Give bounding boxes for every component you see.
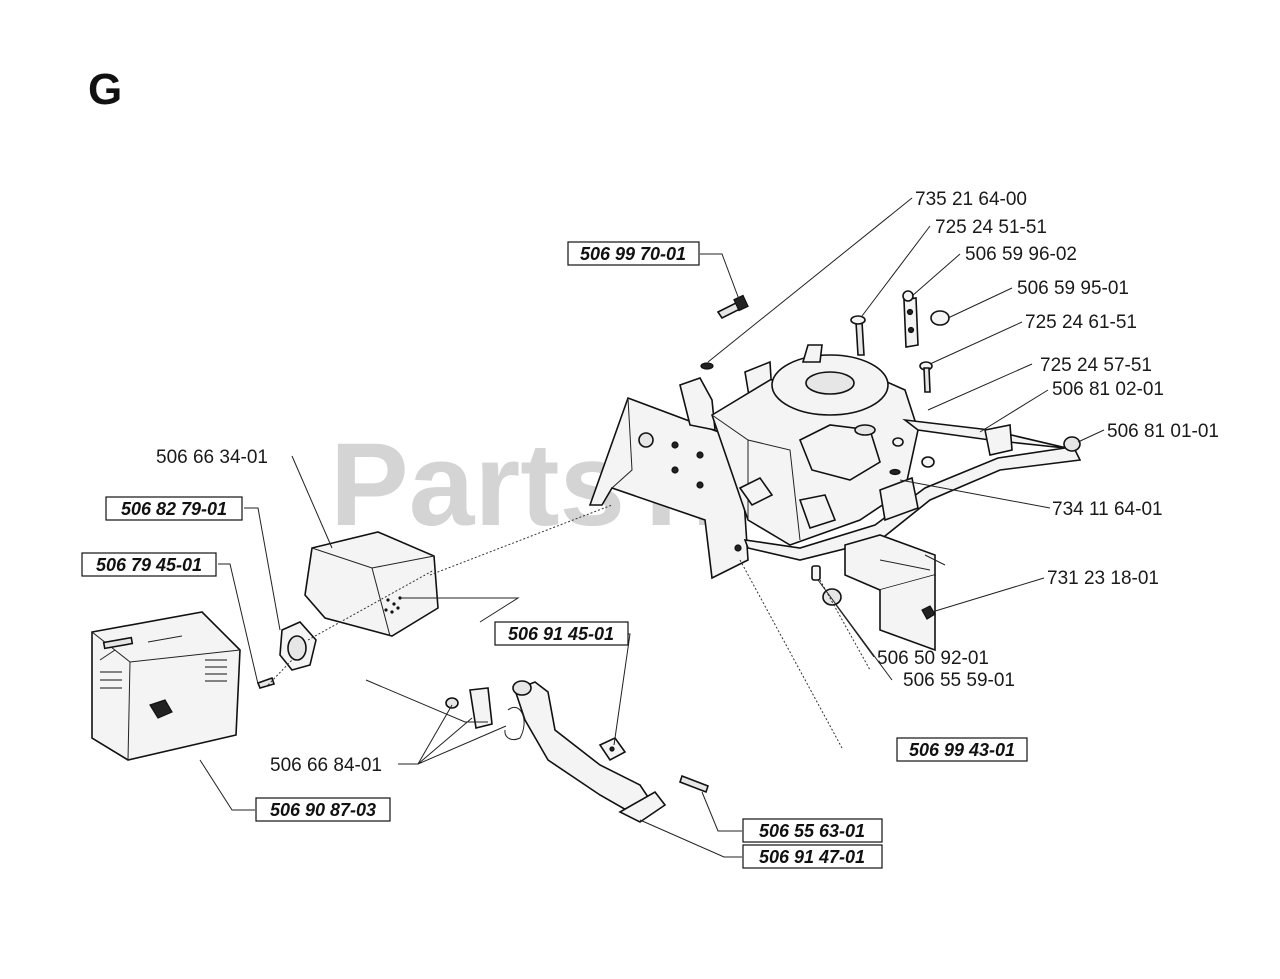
boxed-label-506-79-45-01: 506 79 45-01 xyxy=(96,555,202,575)
boxed-label-506-99-43-01: 506 99 43-01 xyxy=(909,740,1015,760)
boxed-part-labels: 506 99 70-01 506 82 79-01 506 79 45-01 5… xyxy=(81,241,1028,869)
part-label-731-23-18-01: 731 23 18-01 xyxy=(1047,568,1159,589)
leader-lines xyxy=(199,197,1105,858)
muffler-assembly xyxy=(91,531,439,761)
part-label-506-55-59-01: 506 55 59-01 xyxy=(903,670,1015,691)
oil-filler-cap xyxy=(801,344,823,363)
mounting-plate xyxy=(588,396,749,580)
part-label-506-59-96-02: 506 59 96-02 xyxy=(965,244,1077,265)
part-label-735-21-64-00: 735 21 64-00 xyxy=(915,189,1027,210)
boxed-label-506-91-47-01: 506 91 47-01 xyxy=(759,847,865,867)
part-label-725-24-57-51: 725 24 57-51 xyxy=(1040,355,1152,376)
link-plate xyxy=(903,297,919,348)
assembly-lines xyxy=(267,504,871,749)
part-label-725-24-51-51: 725 24 51-51 xyxy=(935,217,1047,238)
boxed-label-506-99-70-01: 506 99 70-01 xyxy=(580,244,686,264)
boxed-label-506-55-63-01: 506 55 63-01 xyxy=(759,821,865,841)
part-label-506-50-92-01: 506 50 92-01 xyxy=(877,648,989,669)
boxed-label-506-82-79-01: 506 82 79-01 xyxy=(121,499,227,519)
frame-tube xyxy=(743,418,1082,561)
part-label-506-81-01-01: 506 81 01-01 xyxy=(1107,421,1219,442)
frame-hardware xyxy=(700,290,950,620)
muffler-body xyxy=(304,531,439,637)
part-label-725-24-61-51: 725 24 61-51 xyxy=(1025,312,1137,333)
exhaust-pipe xyxy=(514,681,652,816)
part-label-506-81-02-01: 506 81 02-01 xyxy=(1052,379,1164,400)
part-label-506-66-84-01: 506 66 84-01 xyxy=(270,755,382,776)
muffler-guard xyxy=(91,611,241,761)
washer-icon xyxy=(700,362,714,370)
section-letter: G xyxy=(88,65,122,114)
engine-frame-assembly xyxy=(588,344,1082,652)
exhaust-pipe-assembly xyxy=(445,680,710,823)
clamp-bracket xyxy=(469,687,493,729)
part-label-506-59-95-01: 506 59 95-01 xyxy=(1017,278,1129,299)
boxed-label-506-90-87-03: 506 90 87-03 xyxy=(270,800,376,820)
part-number-labels: 735 21 64-00 725 24 51-51 506 59 96-02 5… xyxy=(156,189,1219,776)
part-label-506-66-34-01: 506 66 34-01 xyxy=(156,447,268,468)
part-label-734-11-64-01: 734 11 64-01 xyxy=(1052,499,1163,520)
boxed-label-506-91-45-01: 506 91 45-01 xyxy=(508,624,614,644)
